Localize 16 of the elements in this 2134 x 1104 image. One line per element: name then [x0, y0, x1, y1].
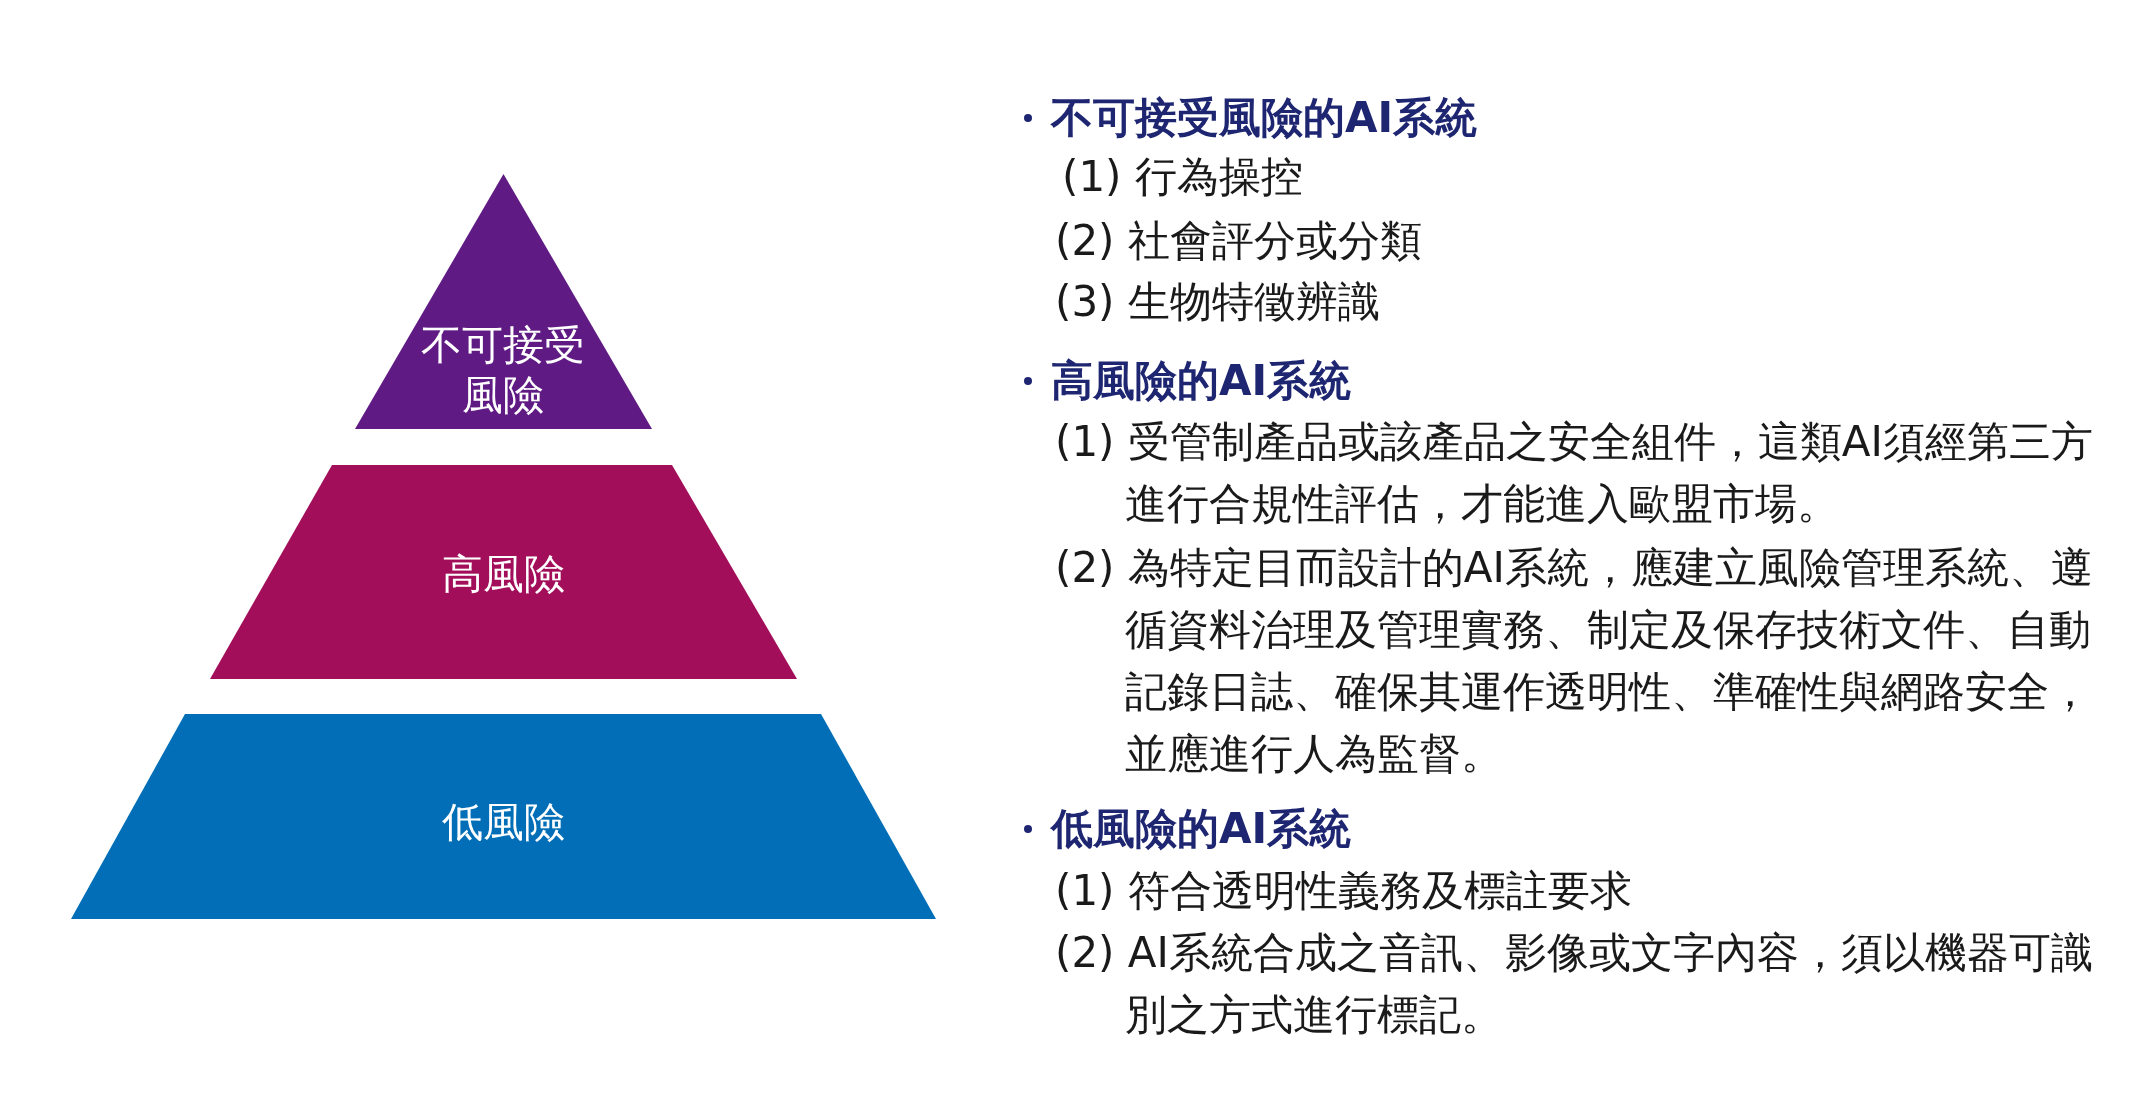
tier-label: 高風險	[442, 549, 565, 599]
list-item: (2) AI系統合成之音訊、影像或文字內容，須以機器可識別之方式進行標記。	[1055, 927, 2094, 1041]
pyramid-apex-triangle	[355, 174, 652, 429]
list-item: (2) 為特定目而設計的AI系統，應建立風險管理系統、遵循資料治理及管理實務、制定及保存技術文件、自動記錄日誌、確保其運作透明性、準確性與網路安全，並應進行人為監督。	[1055, 542, 2094, 780]
list-item: (1) 受管制產品或該產品之安全組件，這類AI須經第三方進行合規性評估，才能進入歐盟市場。	[1055, 416, 2094, 530]
pyramid-middle-tier	[210, 465, 797, 679]
pyramid-base-tier	[71, 714, 936, 919]
section-heading: 高風險的AI系統	[1051, 355, 1352, 407]
tier-label: 不可接受風險	[420, 320, 587, 420]
section-heading: 低風險的AI系統	[1051, 803, 1352, 855]
list-item: (2) 社會評分或分類	[1055, 215, 1423, 267]
list-item: (1) 行為操控	[1062, 151, 1304, 203]
tier-label: 低風險	[442, 797, 565, 847]
section-heading: 不可接受風險的AI系統	[1051, 92, 1478, 144]
list-item: (1) 符合透明性義務及標註要求	[1055, 865, 1633, 917]
list-item: (3) 生物特徵辨識	[1055, 276, 1381, 328]
